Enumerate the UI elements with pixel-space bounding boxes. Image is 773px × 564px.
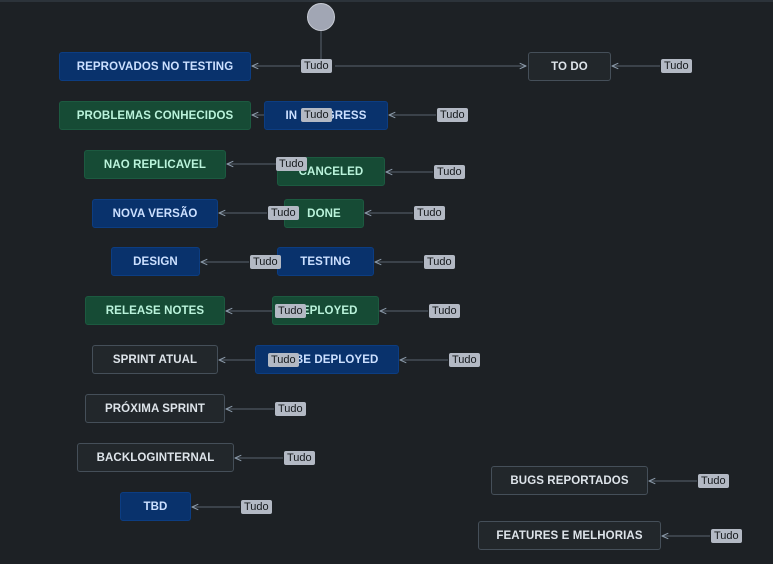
status-tbd[interactable]: TBD [120,492,191,521]
status-testing[interactable]: TESTING [277,247,374,276]
status-proxima-sprint[interactable]: PRÓXIMA SPRINT [85,394,225,423]
status-to-do[interactable]: TO DO [528,52,611,81]
transition-badge[interactable]: Tudo [268,206,299,220]
transition-badge[interactable]: Tudo [301,59,332,73]
transition-badge[interactable]: Tudo [414,206,445,220]
transition-badge[interactable]: Tudo [429,304,460,318]
transition-badge[interactable]: Tudo [275,402,306,416]
transition-badge[interactable]: Tudo [698,474,729,488]
start-node[interactable] [307,3,335,31]
transition-badge[interactable]: Tudo [268,353,299,367]
status-bugs-reportados[interactable]: BUGS REPORTADOS [491,466,648,495]
transition-badge[interactable]: Tudo [434,165,465,179]
transition-badge[interactable]: Tudo [711,529,742,543]
transition-badge[interactable]: Tudo [437,108,468,122]
transition-badge[interactable]: Tudo [424,255,455,269]
status-nao-replicavel[interactable]: NAO REPLICAVEL [84,150,226,179]
status-features-e-melhorias[interactable]: FEATURES E MELHORIAS [478,521,661,550]
transition-badge[interactable]: Tudo [275,304,306,318]
status-nova-versao[interactable]: NOVA VERSÃO [92,199,218,228]
status-problemas-conhecidos[interactable]: PROBLEMAS CONHECIDOS [59,101,251,130]
status-sprint-atual[interactable]: SPRINT ATUAL [92,345,218,374]
transition-badge[interactable]: Tudo [241,500,272,514]
status-release-notes[interactable]: RELEASE NOTES [85,296,225,325]
transition-badge[interactable]: Tudo [250,255,281,269]
status-backloginternal[interactable]: BACKLOGINTERNAL [77,443,234,472]
transition-badge[interactable]: Tudo [301,108,332,122]
status-reprovados-no-testing[interactable]: REPROVADOS NO TESTING [59,52,251,81]
transition-badge[interactable]: Tudo [661,59,692,73]
transition-badge[interactable]: Tudo [449,353,480,367]
status-design[interactable]: DESIGN [111,247,200,276]
transition-badge[interactable]: Tudo [284,451,315,465]
top-border [0,0,773,2]
transition-badge[interactable]: Tudo [276,157,307,171]
